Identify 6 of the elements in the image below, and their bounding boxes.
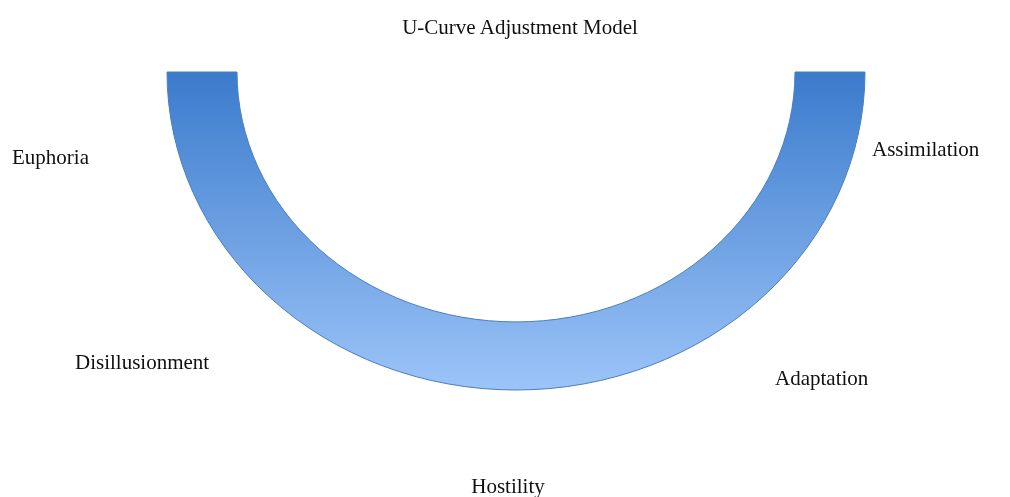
stage-label: Euphoria [12, 144, 89, 170]
diagram-title: U-Curve Adjustment Model [402, 14, 638, 40]
stage-label: Assimilation [872, 136, 980, 162]
stage-label: Hostility [471, 473, 545, 497]
stage-label: Adaptation [775, 365, 869, 391]
stage-label: Disillusionment [75, 349, 210, 375]
